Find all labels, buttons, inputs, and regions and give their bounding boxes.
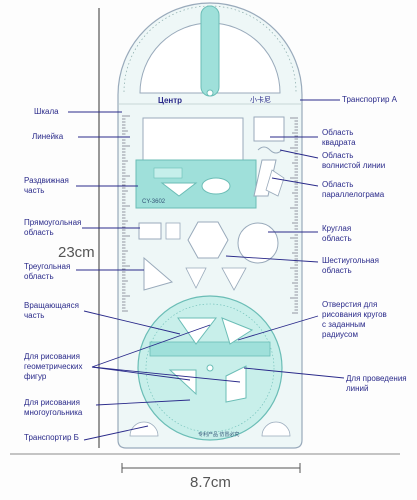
square-area: [253, 116, 285, 142]
wave-area: [257, 146, 283, 154]
center-label: Центр: [158, 96, 183, 105]
label-holes: Отверстия для рисования кругов с заданны…: [322, 300, 387, 339]
label-triangle: Треугольная область: [24, 262, 71, 281]
parallelogram-area: [253, 159, 277, 197]
label-sliding: Раздвижная часть: [24, 176, 69, 195]
protractor-b: [129, 421, 159, 437]
label-wave: Область волнистой линии: [322, 151, 386, 170]
rotating-arm: [200, 5, 220, 97]
label-parallelogram: Область параллелограма: [322, 180, 385, 199]
label-polygon: Для рисования многоугольника: [24, 398, 83, 417]
ruler-ticks: [122, 115, 298, 314]
label-protractor-a: Транспортир А: [342, 95, 397, 104]
label-lines: Для проведения линий: [346, 374, 407, 393]
label-rect: Прямоугольная область: [24, 218, 82, 237]
label-protractor-b: Транспортир Б: [24, 433, 79, 442]
height-dimension: 23cm: [58, 244, 95, 261]
label-square: Область квадрата: [322, 128, 356, 147]
circle-area: [237, 222, 279, 264]
leader-lines: [68, 99, 345, 441]
label-ruler: Линейка: [32, 132, 64, 141]
line-slot: [149, 341, 271, 357]
label-circle: Круглая область: [322, 224, 352, 243]
label-hexagon: Шестиугольная область: [322, 256, 379, 275]
width-dimension: 8.7cm: [190, 474, 231, 491]
label-geom: Для рисования геометрических фигур: [24, 352, 83, 381]
label-scale: Шкала: [34, 107, 59, 116]
label-rotating: Вращающаяся часть: [24, 301, 79, 320]
hexagon-area: [187, 221, 229, 259]
model-label: CY-3602: [142, 199, 166, 205]
triangle-area: [143, 256, 174, 291]
made-label: 专利产品 仿冒必究: [198, 432, 240, 438]
brand-label: 小卡尼: [250, 97, 271, 104]
rect-area: [138, 222, 162, 240]
